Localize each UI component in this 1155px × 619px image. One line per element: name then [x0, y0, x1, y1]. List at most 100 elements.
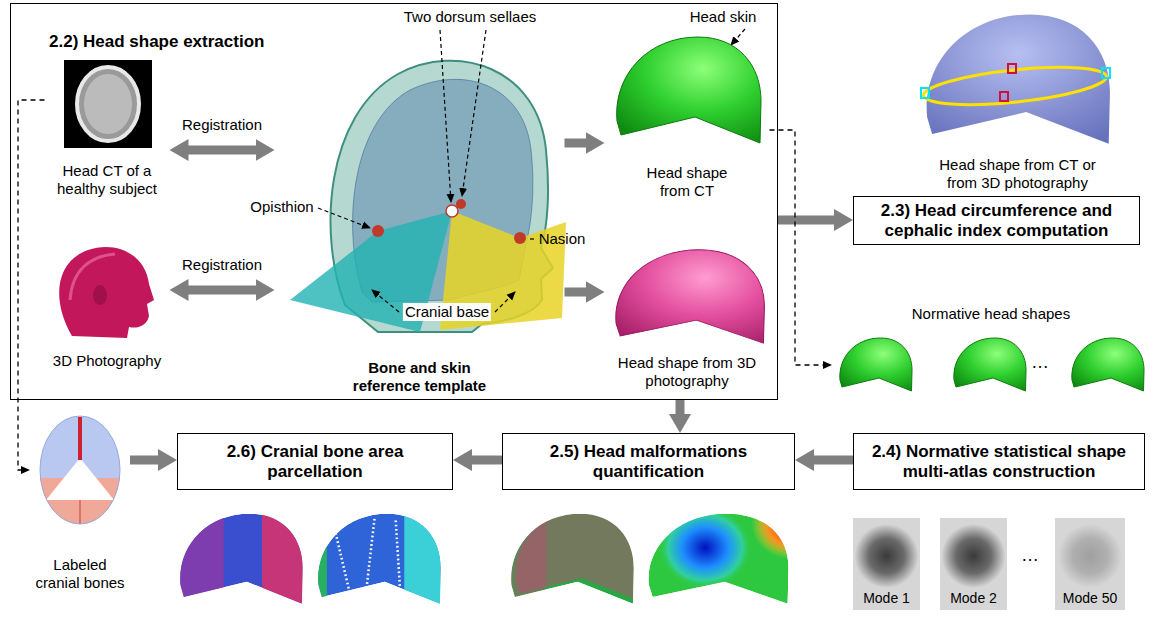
figure-panel: Normative head shapes — [832, 305, 1150, 405]
flow-arrow — [565, 288, 587, 297]
normative-head-shape — [954, 338, 1026, 391]
box-title: 2.2) Head shape extraction — [49, 32, 777, 52]
flow-arrow — [188, 146, 257, 155]
caption: Head shape from CT or from 3D photograph… — [930, 156, 1105, 192]
photo-head — [59, 247, 154, 338]
callout-label: Head skin — [688, 8, 759, 26]
landmark-label: Opisthion — [248, 198, 315, 216]
leader-line — [318, 208, 370, 228]
leader-line — [731, 29, 745, 45]
measured-head-shape — [921, 14, 1110, 143]
box-text: 2.5) Head malformations quantification — [511, 442, 786, 481]
leader-line — [495, 292, 515, 312]
parcellated-head — [334, 519, 400, 597]
labeled-skull — [46, 458, 114, 500]
figure-panel: Head CT of a healthy subject — [45, 58, 170, 198]
ct-slice — [84, 74, 132, 134]
figure-panel: 3D Photography — [45, 245, 170, 370]
figure-panel: Head shape from CT — [605, 30, 770, 200]
box-text: 2.3) Head circumference and cephalic ind… — [862, 201, 1131, 240]
photo-head-shape — [616, 250, 765, 343]
photo-head — [59, 247, 154, 338]
caption: Bone and skin reference template — [345, 359, 495, 395]
leader-line — [528, 238, 534, 239]
callout-label: Two dorsum sellaes — [402, 8, 539, 26]
mode-label: Mode 2 — [948, 590, 999, 607]
caption: Normative head shapes — [841, 305, 1141, 323]
flow-arrow — [676, 400, 685, 415]
mode-label: Mode 50 — [1061, 590, 1119, 607]
parcellated-head — [177, 512, 305, 606]
flow-arrow — [565, 139, 587, 148]
labeled-skull — [38, 414, 122, 528]
deformation-map — [649, 491, 830, 604]
process-box: 2.3) Head circumference and cephalic ind… — [853, 196, 1140, 245]
ct-head-shape — [617, 37, 761, 143]
overlay-head — [508, 510, 638, 605]
caption: 3D Photography — [45, 352, 170, 370]
shape-mode — [1055, 518, 1125, 610]
overlay-head — [508, 512, 546, 606]
box-text: 2.6) Cranial bone area parcellation — [186, 442, 444, 481]
figure-panel: Bone and skin reference template — [275, 50, 565, 395]
measured-head-shape — [922, 60, 1108, 111]
parcellated-head — [262, 512, 305, 606]
labeled-skull — [78, 417, 82, 460]
caption: Head CT of a healthy subject — [45, 162, 170, 198]
reference-template — [446, 205, 458, 217]
normative-head-shape — [840, 338, 912, 391]
shape-mode — [855, 524, 919, 588]
ct-slice — [64, 60, 152, 148]
ct-head-shape — [617, 37, 761, 143]
labeled-skull — [40, 416, 120, 524]
flow-arrow — [813, 456, 853, 465]
flow-arrow — [130, 456, 159, 465]
labeled-skull — [38, 414, 122, 528]
ct-slice — [77, 67, 139, 141]
parcellated-head — [315, 512, 443, 606]
shape-mode — [853, 518, 920, 610]
measured-head-shape — [1102, 68, 1110, 78]
leader-line — [440, 30, 451, 202]
figure-panel: Head shape from CT or from 3D photograph… — [915, 5, 1120, 192]
mode-label: Mode 1 — [861, 590, 912, 607]
normative-head-shape — [1072, 338, 1144, 391]
ellipsis: … — [1019, 545, 1041, 567]
reference-template — [290, 61, 566, 332]
normative-head-shape — [954, 338, 1026, 391]
edge-label: Registration — [180, 256, 264, 274]
flow-arrow — [188, 286, 257, 295]
parcellated-head — [177, 512, 224, 606]
caption: Head shape from 3D photography — [610, 354, 765, 390]
labeled-skull — [38, 414, 122, 528]
measured-head-shape — [1008, 64, 1016, 73]
process-box: 2.5) Head malformations quantification — [502, 433, 795, 490]
leader-line — [372, 290, 399, 312]
reference-template — [456, 199, 466, 209]
callout-label: Cranial base — [403, 303, 491, 321]
deformation-map — [752, 491, 830, 559]
reference-template — [514, 232, 526, 244]
parcellated-head — [177, 512, 305, 606]
leader-line — [462, 30, 486, 196]
photo-head-shape — [616, 250, 765, 343]
ellipsis: … — [1029, 352, 1051, 374]
edge-label: Registration — [180, 116, 264, 134]
parcellated-head — [404, 512, 442, 606]
process-box: 2.6) Cranial bone area parcellation — [177, 433, 453, 490]
group-box: 2.2) Head shape extractionHead CT of a h… — [10, 3, 778, 400]
shape-mode — [942, 524, 1006, 588]
box-text: 2.4) Normative statistical shape multi-a… — [862, 442, 1136, 481]
dashed-arrow — [18, 100, 45, 470]
normative-head-shape — [840, 338, 912, 391]
caption: Labeled cranial bones — [31, 556, 130, 592]
shape-mode — [940, 518, 1007, 610]
photo-head — [70, 254, 115, 300]
normative-head-shape — [840, 338, 1144, 391]
ct-slice — [64, 60, 152, 148]
overlay-head — [508, 510, 638, 605]
parcellated-head — [315, 512, 327, 606]
photo-head — [93, 285, 107, 305]
deformation-map — [659, 507, 752, 589]
